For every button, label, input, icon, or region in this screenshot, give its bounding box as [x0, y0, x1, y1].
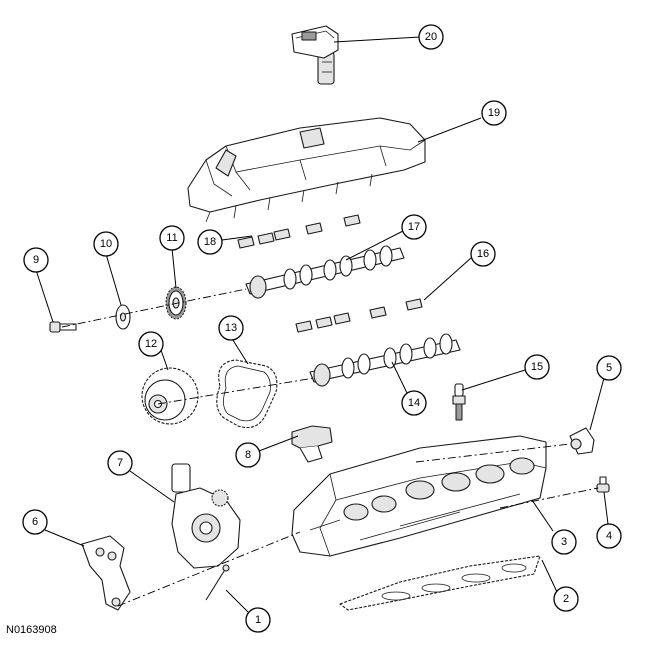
head-gasket-part [339, 555, 541, 611]
callout-12: 12 [138, 331, 164, 357]
callout-8-label: 8 [245, 449, 251, 461]
callout-14-label: 14 [408, 397, 420, 409]
callout-2-label: 2 [563, 593, 569, 605]
callout-11: 11 [159, 225, 185, 251]
callout-9: 9 [23, 247, 49, 273]
callout-7: 7 [107, 450, 133, 476]
callout-17-label: 17 [408, 221, 420, 233]
callout-2: 2 [553, 586, 579, 612]
callout-13-label: 13 [225, 322, 237, 334]
valve-cover-part [187, 117, 426, 223]
callout-10: 10 [93, 231, 119, 257]
head-bolt-part [205, 564, 230, 601]
ignition-coil-part [291, 25, 339, 85]
callout-14: 14 [401, 390, 427, 416]
callout-7-label: 7 [117, 457, 123, 469]
callout-10-label: 10 [100, 238, 112, 250]
callout-4-label: 4 [606, 530, 612, 542]
callout-19: 19 [481, 100, 507, 126]
callout-11-label: 11 [166, 232, 177, 244]
roller-followers-lower [295, 298, 423, 333]
vct-unit-part [141, 367, 199, 425]
exhaust-camshaft-part [309, 333, 461, 387]
callout-6: 6 [22, 509, 48, 535]
callout-15-label: 15 [531, 361, 543, 373]
sender-part [596, 476, 610, 493]
callout-19-label: 19 [488, 107, 500, 119]
chain-guide-part [291, 425, 333, 463]
callout-5-label: 5 [606, 362, 612, 374]
callout-6-label: 6 [32, 516, 38, 528]
callout-18-label: 18 [204, 236, 216, 248]
washer-part [115, 304, 131, 330]
callout-20: 20 [418, 24, 444, 50]
camshaft-bolt-part [49, 321, 77, 333]
callout-15: 15 [524, 354, 550, 380]
callout-16-label: 16 [477, 248, 489, 260]
spark-plug-part [452, 383, 466, 421]
callout-9-label: 9 [33, 254, 39, 266]
callout-3: 3 [551, 529, 577, 555]
roller-followers-upper [237, 214, 361, 249]
mounting-bracket-part [81, 535, 131, 611]
callout-1: 1 [245, 607, 271, 633]
callout-18: 18 [197, 229, 223, 255]
callout-12-label: 12 [145, 338, 157, 350]
timing-chain-part [216, 359, 278, 429]
callout-13: 13 [218, 315, 244, 341]
callout-16: 16 [470, 241, 496, 267]
callout-5: 5 [596, 355, 622, 381]
cylinder-head-part [291, 435, 547, 557]
callout-20-label: 20 [425, 31, 437, 43]
actuator-housing-part [171, 463, 241, 569]
callout-1-label: 1 [255, 614, 261, 626]
callout-4: 4 [596, 523, 622, 549]
sensor-fitting-part [569, 427, 595, 455]
figure-id: N0163908 [6, 624, 57, 636]
callout-8: 8 [235, 442, 261, 468]
callout-17: 17 [401, 214, 427, 240]
intake-camshaft-part [245, 245, 405, 299]
callout-3-label: 3 [561, 536, 567, 548]
